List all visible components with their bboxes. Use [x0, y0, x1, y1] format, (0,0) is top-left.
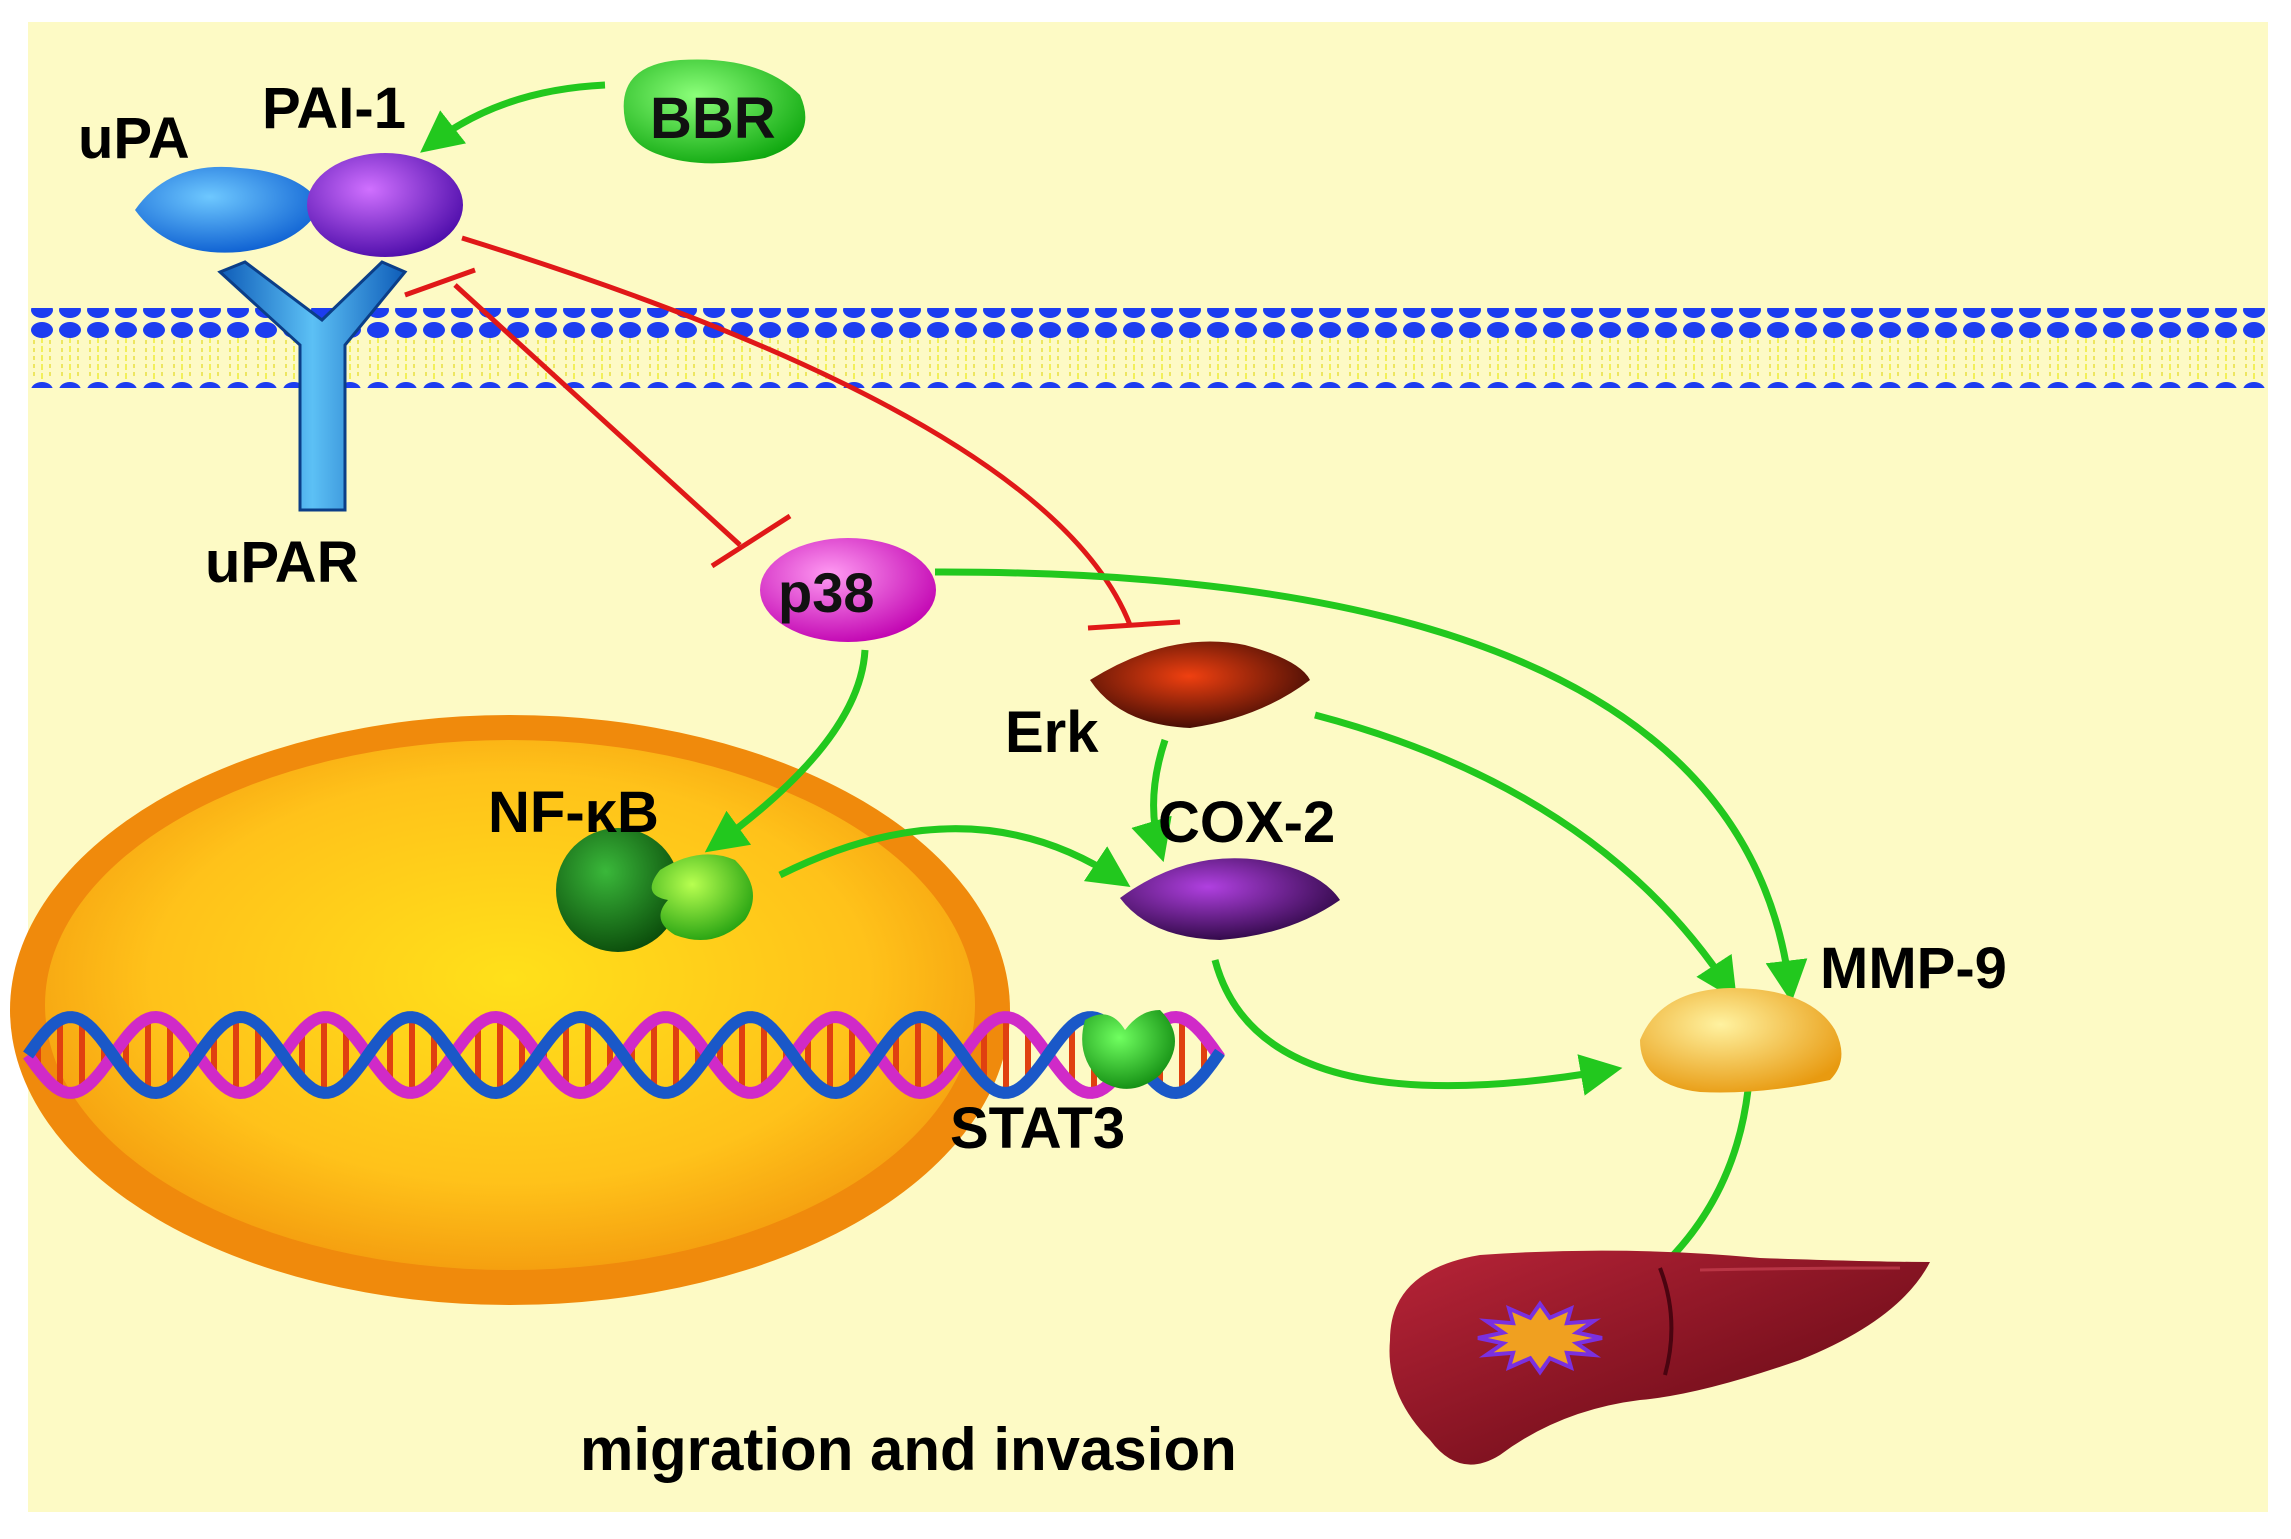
inhibit-bar-p38	[710, 513, 792, 569]
inhibit-upa-to-erk	[461, 235, 1133, 626]
label-stat3: STAT3	[950, 1096, 1125, 1161]
mmp9-protein	[1640, 988, 1842, 1093]
label-upar: uPAR	[205, 530, 359, 595]
arrow-bbr-to-pai1	[420, 81, 606, 153]
arrow-p38-to-mmp9	[934, 568, 1808, 1003]
inhibit-upa-to-p38	[453, 283, 742, 547]
label-erk: Erk	[1005, 700, 1099, 765]
tumor-star-icon	[1477, 1300, 1603, 1376]
cox2-protein	[1120, 858, 1340, 940]
arrow-p38-to-nfkb	[704, 649, 869, 853]
label-cox2: COX-2	[1158, 790, 1335, 855]
inhibit-bar-erk	[1087, 619, 1181, 631]
label-mmp9: MMP-9	[1820, 936, 2007, 1001]
lipid-bilayer-icon	[28, 308, 2268, 388]
label-upa: uPA	[78, 106, 190, 171]
inhibition-edges	[404, 235, 1181, 631]
label-pai1: PAI-1	[262, 76, 406, 141]
bbr-compound	[623, 59, 806, 164]
label-outcome: migration and invasion	[580, 1416, 1237, 1483]
arrow-cox2-to-mmp9	[1211, 959, 1623, 1096]
upa-protein	[135, 166, 322, 253]
label-nfkb: NF-κB	[488, 780, 659, 845]
label-bbr: BBR	[650, 86, 776, 151]
arrow-erk-to-mmp9	[1314, 711, 1737, 1001]
upa-pai1-complex	[135, 153, 463, 257]
erk-protein	[1090, 641, 1310, 728]
pai1-protein	[307, 153, 463, 257]
stat3-protein	[1082, 1010, 1175, 1089]
inhibit-bar-upa-receptor	[404, 267, 476, 298]
arrow-nfkb-to-cox2	[778, 825, 1131, 887]
p38-protein	[760, 538, 936, 642]
liver-organ-icon	[1389, 1250, 1930, 1465]
arrow-erk-to-cox2	[1131, 738, 1172, 863]
nfkb-protein	[556, 828, 753, 952]
dna-double-helix-icon	[23, 1010, 1225, 1100]
y-shaped-receptor-icon	[217, 260, 408, 512]
label-p38: p38	[778, 561, 875, 624]
